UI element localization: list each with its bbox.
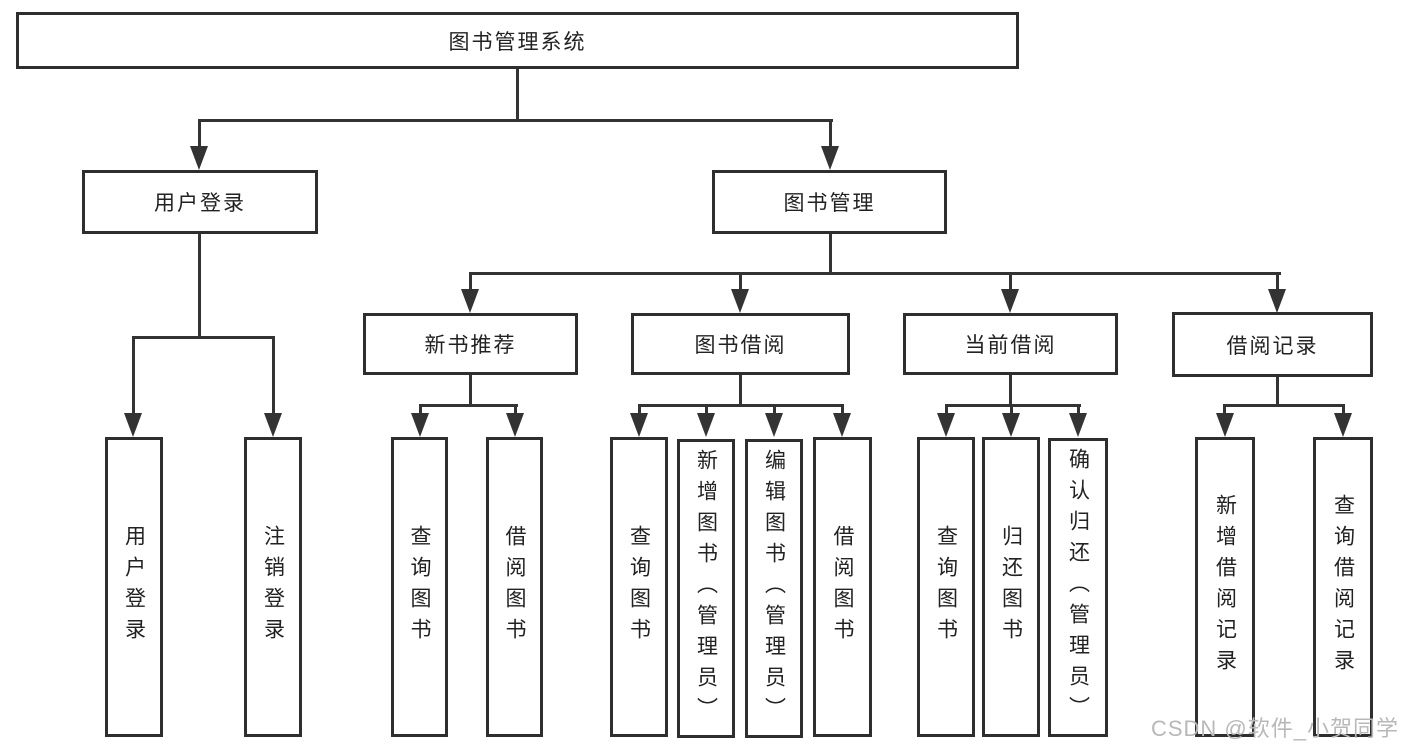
node-book-management: 图书管理: [712, 170, 947, 234]
leaf-edit-books-admin: 编辑图书（管理员）: [745, 439, 803, 738]
connector-line: [739, 375, 742, 406]
leaf-add-books-admin: 新增图书（管理员）: [677, 439, 735, 738]
connector-line: [945, 404, 948, 418]
arrow-down-icon: [1268, 289, 1286, 313]
arrow-down-icon: [461, 289, 479, 313]
node-current-borrowing: 当前借阅: [903, 313, 1118, 375]
arrow-down-icon: [190, 146, 208, 170]
arrow-down-icon: [630, 413, 648, 437]
connector-line: [739, 272, 742, 292]
connector-line: [945, 404, 1081, 407]
connector-line: [773, 404, 776, 418]
connector-line: [829, 119, 832, 149]
arrow-down-icon: [1001, 289, 1019, 313]
leaf-confirm-return-admin: 确认归还（管理员）: [1048, 438, 1108, 737]
node-user-login: 用户登录: [82, 170, 318, 234]
arrow-down-icon: [506, 413, 524, 437]
connector-line: [1342, 404, 1345, 418]
leaf-query-borrow-record: 查询借阅记录: [1313, 437, 1373, 737]
connector-line: [198, 119, 833, 122]
connector-line: [638, 404, 844, 407]
leaf-borrow-books: 借阅图书: [813, 437, 872, 737]
connector-line: [469, 272, 1281, 275]
connector-line: [198, 119, 201, 149]
arrow-down-icon: [264, 413, 282, 437]
node-new-book-recommend: 新书推荐: [363, 313, 578, 375]
leaf-query-books-recommend: 查询图书: [391, 437, 448, 737]
arrow-down-icon: [1002, 413, 1020, 437]
connector-line: [272, 336, 275, 416]
connector-line: [638, 404, 641, 418]
connector-line: [514, 404, 517, 418]
node-book-borrowing: 图书借阅: [631, 313, 850, 375]
connector-line: [829, 234, 832, 274]
arrow-down-icon: [821, 146, 839, 170]
connector-line: [1276, 377, 1279, 406]
arrow-down-icon: [697, 413, 715, 437]
connector-line: [469, 272, 472, 292]
arrow-down-icon: [1216, 413, 1234, 437]
leaf-logout: 注销登录: [244, 437, 302, 737]
arrow-down-icon: [765, 413, 783, 437]
connector-line: [419, 404, 422, 418]
leaf-borrow-books-recommend: 借阅图书: [486, 437, 543, 737]
leaf-query-books-current: 查询图书: [917, 437, 975, 737]
arrow-down-icon: [1069, 413, 1087, 437]
connector-line: [1223, 404, 1226, 418]
connector-line: [1009, 272, 1012, 292]
leaf-query-books-borrowing: 查询图书: [610, 437, 668, 737]
arrow-down-icon: [731, 289, 749, 313]
leaf-add-borrow-record: 新增借阅记录: [1195, 437, 1255, 737]
arrow-down-icon: [937, 413, 955, 437]
connector-line: [1077, 404, 1080, 418]
node-borrowing-records: 借阅记录: [1172, 312, 1373, 377]
connector-line: [132, 336, 135, 416]
connector-line: [419, 404, 518, 407]
connector-line: [1223, 404, 1345, 407]
connector-line: [841, 404, 844, 418]
connector-line: [516, 69, 519, 121]
connector-line: [469, 375, 472, 406]
leaf-return-books: 归还图书: [982, 437, 1040, 737]
connector-line: [1276, 272, 1279, 292]
connector-line: [132, 336, 275, 339]
arrow-down-icon: [124, 413, 142, 437]
arrow-down-icon: [1334, 413, 1352, 437]
leaf-user-login: 用户登录: [105, 437, 163, 737]
connector-line: [1010, 404, 1013, 418]
connector-line: [198, 234, 201, 338]
node-book-management-system: 图书管理系统: [16, 12, 1019, 69]
arrow-down-icon: [411, 413, 429, 437]
watermark: CSDN @软件_小贺同学: [1150, 716, 1399, 741]
arrow-down-icon: [833, 413, 851, 437]
connector-line: [705, 404, 708, 418]
connector-line: [1009, 375, 1012, 406]
